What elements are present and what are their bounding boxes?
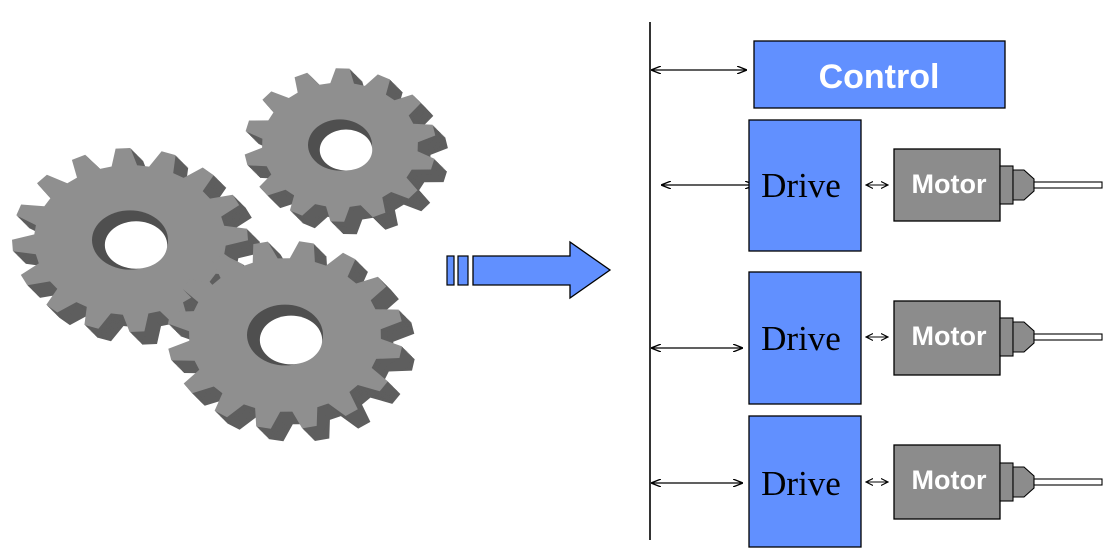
motor-label-2: Motor <box>912 321 987 351</box>
drive-block-1: Drive <box>662 119 862 252</box>
motor-block-2: Motor <box>866 300 1103 376</box>
motor-block-1: Motor <box>866 148 1103 222</box>
drive-label-2: Drive <box>761 319 841 358</box>
control-block: Control <box>652 40 1006 109</box>
motor-label-3: Motor <box>912 465 987 495</box>
gears-illustration <box>12 68 448 442</box>
drive-block-3: Drive <box>652 415 862 548</box>
motor-shaft-icon <box>999 462 1103 502</box>
control-label: Control <box>819 58 940 96</box>
motor-block-3: Motor <box>866 444 1103 520</box>
arrow-right-icon <box>446 240 612 300</box>
drive-label-3: Drive <box>761 464 841 503</box>
motor-label-1: Motor <box>912 169 987 199</box>
gear-bottom <box>167 241 415 442</box>
drive-label-1: Drive <box>761 166 841 205</box>
motor-shaft-icon <box>999 317 1103 357</box>
motor-shaft-icon <box>999 165 1103 205</box>
gear-top <box>244 68 448 235</box>
drive-block-2: Drive <box>652 271 862 405</box>
gear-left <box>12 148 261 345</box>
